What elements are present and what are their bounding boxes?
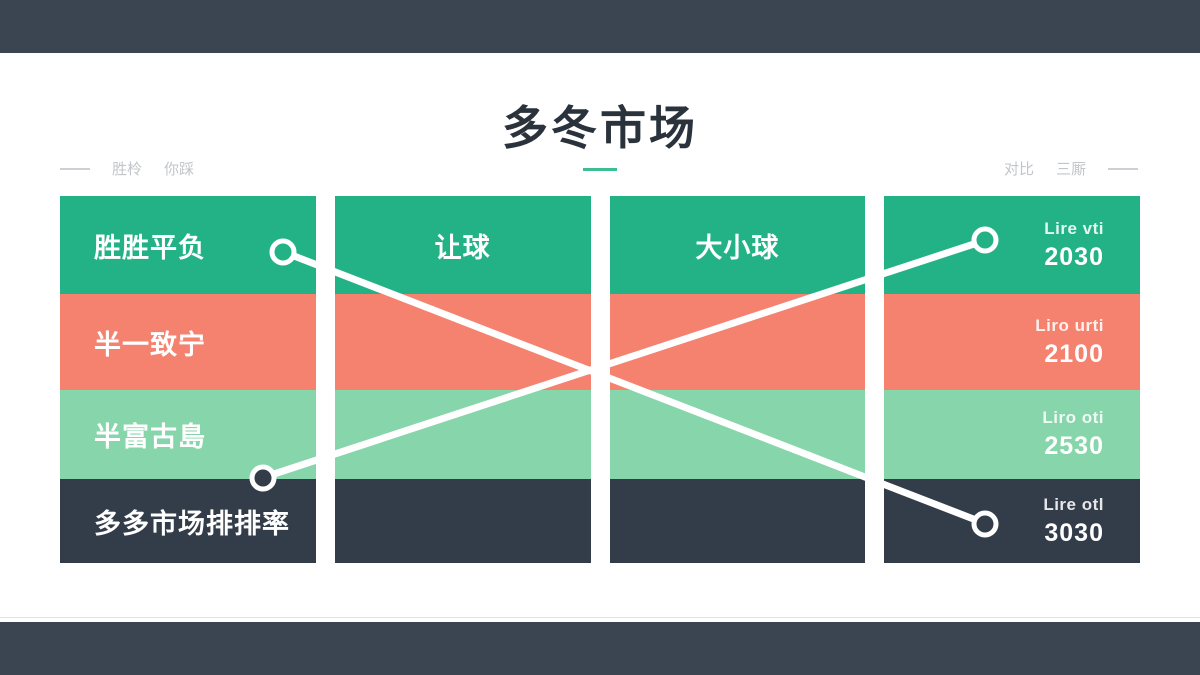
column-handicap: 让球 xyxy=(334,196,591,563)
band-half-rich: 半富古島 xyxy=(60,390,316,479)
band-odds-4: Lire otl 3030 xyxy=(884,479,1140,563)
band-odds-2: Liro urti 2100 xyxy=(884,294,1140,390)
band-label: 多多市场排排率 xyxy=(94,508,290,539)
odds-label: Liro urti xyxy=(1035,315,1104,335)
odds-value: 2100 xyxy=(1044,339,1104,368)
band-label: 半一致宁 xyxy=(94,329,206,360)
band-odds-1: Lire vti 2030 xyxy=(884,196,1140,294)
page-title: 多冬市场 xyxy=(502,102,698,154)
legend-right: 对比 三厮 xyxy=(1004,158,1138,179)
band-label: 半富古島 xyxy=(94,422,206,452)
odds-value: 2530 xyxy=(1044,432,1104,460)
legend-left-item-2: 你踩 xyxy=(164,161,195,178)
band-handicap: 让球 xyxy=(334,196,591,294)
band-odds-3: Liro oti 2530 xyxy=(884,390,1140,479)
legend-right-item-2: 三厮 xyxy=(1055,161,1086,178)
market-columns: 胜胜平负 半一致宁 半富古島 多多市场排排率 让球 大小球 xyxy=(60,196,1140,563)
band-blank xyxy=(609,390,866,479)
band-blank xyxy=(609,294,866,390)
band-label: 大小球 xyxy=(695,232,780,263)
odds-value: 3030 xyxy=(1044,518,1104,547)
band-win-draw-lose: 胜胜平负 xyxy=(60,196,316,294)
legend-left-item-1: 胜柃 xyxy=(112,161,143,178)
band-blank xyxy=(609,479,866,563)
band-blank xyxy=(334,390,591,479)
footer-divider xyxy=(0,617,1200,618)
legend-right-item-1: 对比 xyxy=(1003,161,1034,178)
band-half-one: 半一致宁 xyxy=(60,294,316,390)
band-label: 胜胜平负 xyxy=(94,232,206,263)
title-underline xyxy=(583,168,617,171)
band-blank xyxy=(334,479,591,563)
column-over-under: 大小球 xyxy=(609,196,866,563)
band-label: 让球 xyxy=(434,232,491,263)
band-blank xyxy=(334,294,591,390)
legend-right-dash xyxy=(1108,167,1138,170)
odds-label: Lire otl xyxy=(1043,494,1104,514)
legend-left-dash xyxy=(60,167,90,170)
legend-left: 胜柃 你踩 xyxy=(60,158,194,179)
band-multi-market-rate: 多多市场排排率 xyxy=(60,479,316,563)
odds-value: 2030 xyxy=(1044,242,1104,271)
bottom-bar xyxy=(0,622,1200,675)
column-odds: Lire vti 2030 Liro urti 2100 Liro oti 25… xyxy=(884,196,1140,563)
odds-label: Lire vti xyxy=(1044,218,1104,238)
column-markets: 胜胜平负 半一致宁 半富古島 多多市场排排率 xyxy=(60,196,316,563)
band-over-under: 大小球 xyxy=(609,196,866,294)
top-bar xyxy=(0,0,1200,53)
odds-label: Liro oti xyxy=(1042,408,1104,427)
